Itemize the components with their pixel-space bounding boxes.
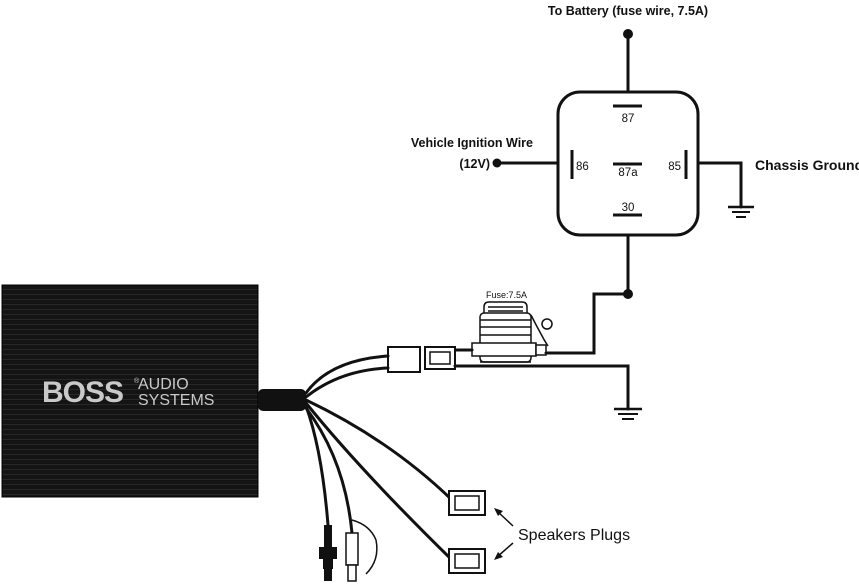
relay-pin-85: 85 xyxy=(668,161,681,173)
amp-brand-registered-mark: ® xyxy=(134,377,140,385)
remote-plug xyxy=(319,525,337,581)
chassis-ground-wire xyxy=(696,161,754,218)
amp-brand-line1: AUDIO xyxy=(138,376,189,393)
amp-ground-wire xyxy=(453,364,642,420)
relay-pin-30: 30 xyxy=(622,202,635,214)
battery-label: To Battery (fuse wire, 7.5A) xyxy=(548,4,708,18)
relay-pin-87: 87 xyxy=(622,113,635,125)
rca-plug xyxy=(345,519,378,582)
battery-wire xyxy=(623,29,633,94)
relay-output-wire xyxy=(542,233,633,355)
amplifier xyxy=(1,284,306,498)
fuse-label: Fuse:7.5A xyxy=(486,290,527,300)
speaker-plug-lower xyxy=(448,548,486,574)
ignition-wire xyxy=(492,158,560,168)
power-connector xyxy=(387,346,456,373)
speakers-label: Speakers Plugs xyxy=(518,527,630,544)
chassis-ground-label: Chassis Ground xyxy=(755,157,859,173)
amp-brand-logo: BOSS xyxy=(42,376,123,409)
ignition-voltage-label: (12V) xyxy=(459,157,490,171)
amp-brand-line2: SYSTEMS xyxy=(138,392,214,409)
relay-pin-86: 86 xyxy=(576,161,589,173)
amp-cables xyxy=(304,354,454,562)
speaker-arrows xyxy=(494,508,514,560)
relay-pin-87a: 87a xyxy=(618,167,638,179)
speaker-plug-upper xyxy=(448,490,486,516)
ignition-label: Vehicle Ignition Wire xyxy=(411,136,533,150)
fuse-holder xyxy=(453,301,562,363)
